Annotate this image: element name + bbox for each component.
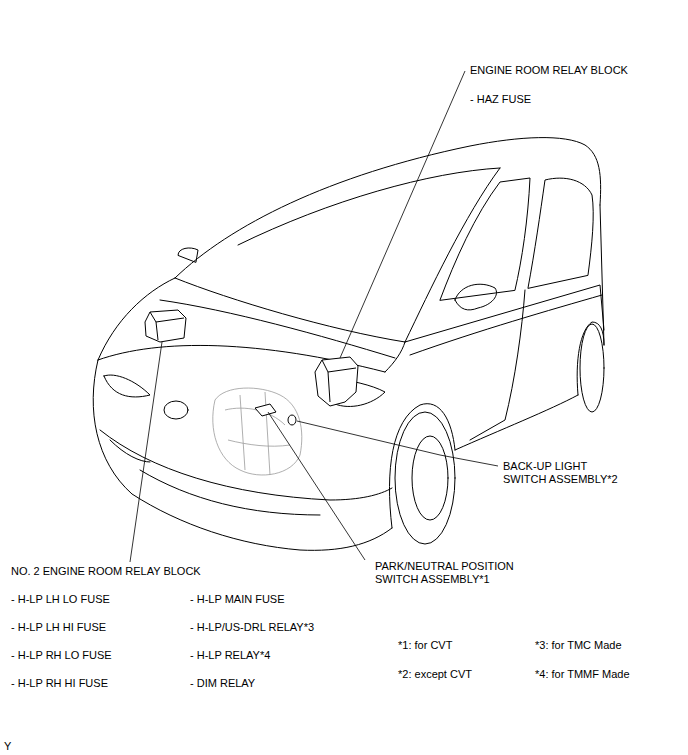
left-mirror: [178, 248, 198, 262]
part-item: - H-LP LH LO FUSE: [11, 593, 110, 606]
part-item: - H-LP LH HI FUSE: [11, 621, 106, 634]
mirror: [455, 284, 496, 310]
a-pillar: [405, 168, 500, 342]
no2-relay-block: [145, 310, 186, 342]
no2-relay-block-top: [150, 312, 184, 340]
front-rim: [412, 436, 448, 520]
rear-end: [600, 205, 604, 345]
hood-crease: [160, 300, 395, 358]
transmission-sketch: [213, 388, 302, 475]
lower-grille: [140, 470, 320, 515]
front-tire: [395, 412, 455, 544]
part-item: - H-LP RH HI FUSE: [11, 677, 108, 690]
rocker: [455, 395, 578, 450]
leader-engine-relay: [340, 71, 465, 358]
relay-blocks: [145, 310, 358, 425]
headlamp-left: [104, 375, 150, 397]
park-neutral-switch: [255, 404, 276, 416]
leader-no2-relay: [130, 342, 162, 562]
part-item: - HAZ FUSE: [470, 93, 531, 106]
backup-light-switch: [288, 415, 296, 425]
leader-lines: [130, 71, 498, 562]
leader-backup: [297, 421, 498, 466]
part-item: - H-LP RH LO FUSE: [11, 649, 112, 662]
side-window-front: [440, 178, 530, 300]
footnote: *1: for CVT: [398, 639, 452, 652]
side-body: [405, 285, 604, 342]
part-label: NO. 2 ENGINE ROOM RELAY BLOCK: [11, 565, 201, 578]
watermark-code: Y: [4, 740, 11, 753]
footnote: *3: for TMC Made: [535, 639, 622, 652]
car-body: [93, 138, 604, 551]
fender: [385, 342, 405, 372]
fog-area: [110, 440, 150, 462]
footnote: *2: except CVT: [398, 668, 472, 681]
part-item: - H-LP MAIN FUSE: [190, 593, 285, 606]
side-window-rear: [528, 178, 593, 288]
part-item: - H-LP RELAY*4: [190, 649, 270, 662]
door-line: [470, 290, 525, 440]
part-label: BACK-UP LIGHT SWITCH ASSEMBLY*2: [503, 460, 627, 486]
engine-relay-block: [315, 357, 358, 406]
footnote: *4: for TMMF Made: [535, 668, 630, 681]
part-item: - H-LP/US-DRL RELAY*3: [190, 621, 314, 634]
leader-park: [268, 412, 365, 560]
roof-line: [175, 138, 601, 278]
belt-line: [410, 295, 602, 355]
transmission-outline: [213, 388, 302, 475]
part-label: ENGINE ROOM RELAY BLOCK: [470, 64, 628, 77]
windshield-top: [238, 168, 500, 245]
engine-relay-block-top: [322, 360, 356, 402]
part-item: - DIM RELAY: [190, 677, 255, 690]
emblem: [164, 401, 188, 419]
part-label: PARK/NEUTRAL POSITION SWITCH ASSEMBLY*1: [375, 560, 523, 586]
front-wheel-arch: [389, 404, 455, 528]
transmission-detail: [225, 392, 290, 475]
rear-tire: [580, 324, 604, 412]
